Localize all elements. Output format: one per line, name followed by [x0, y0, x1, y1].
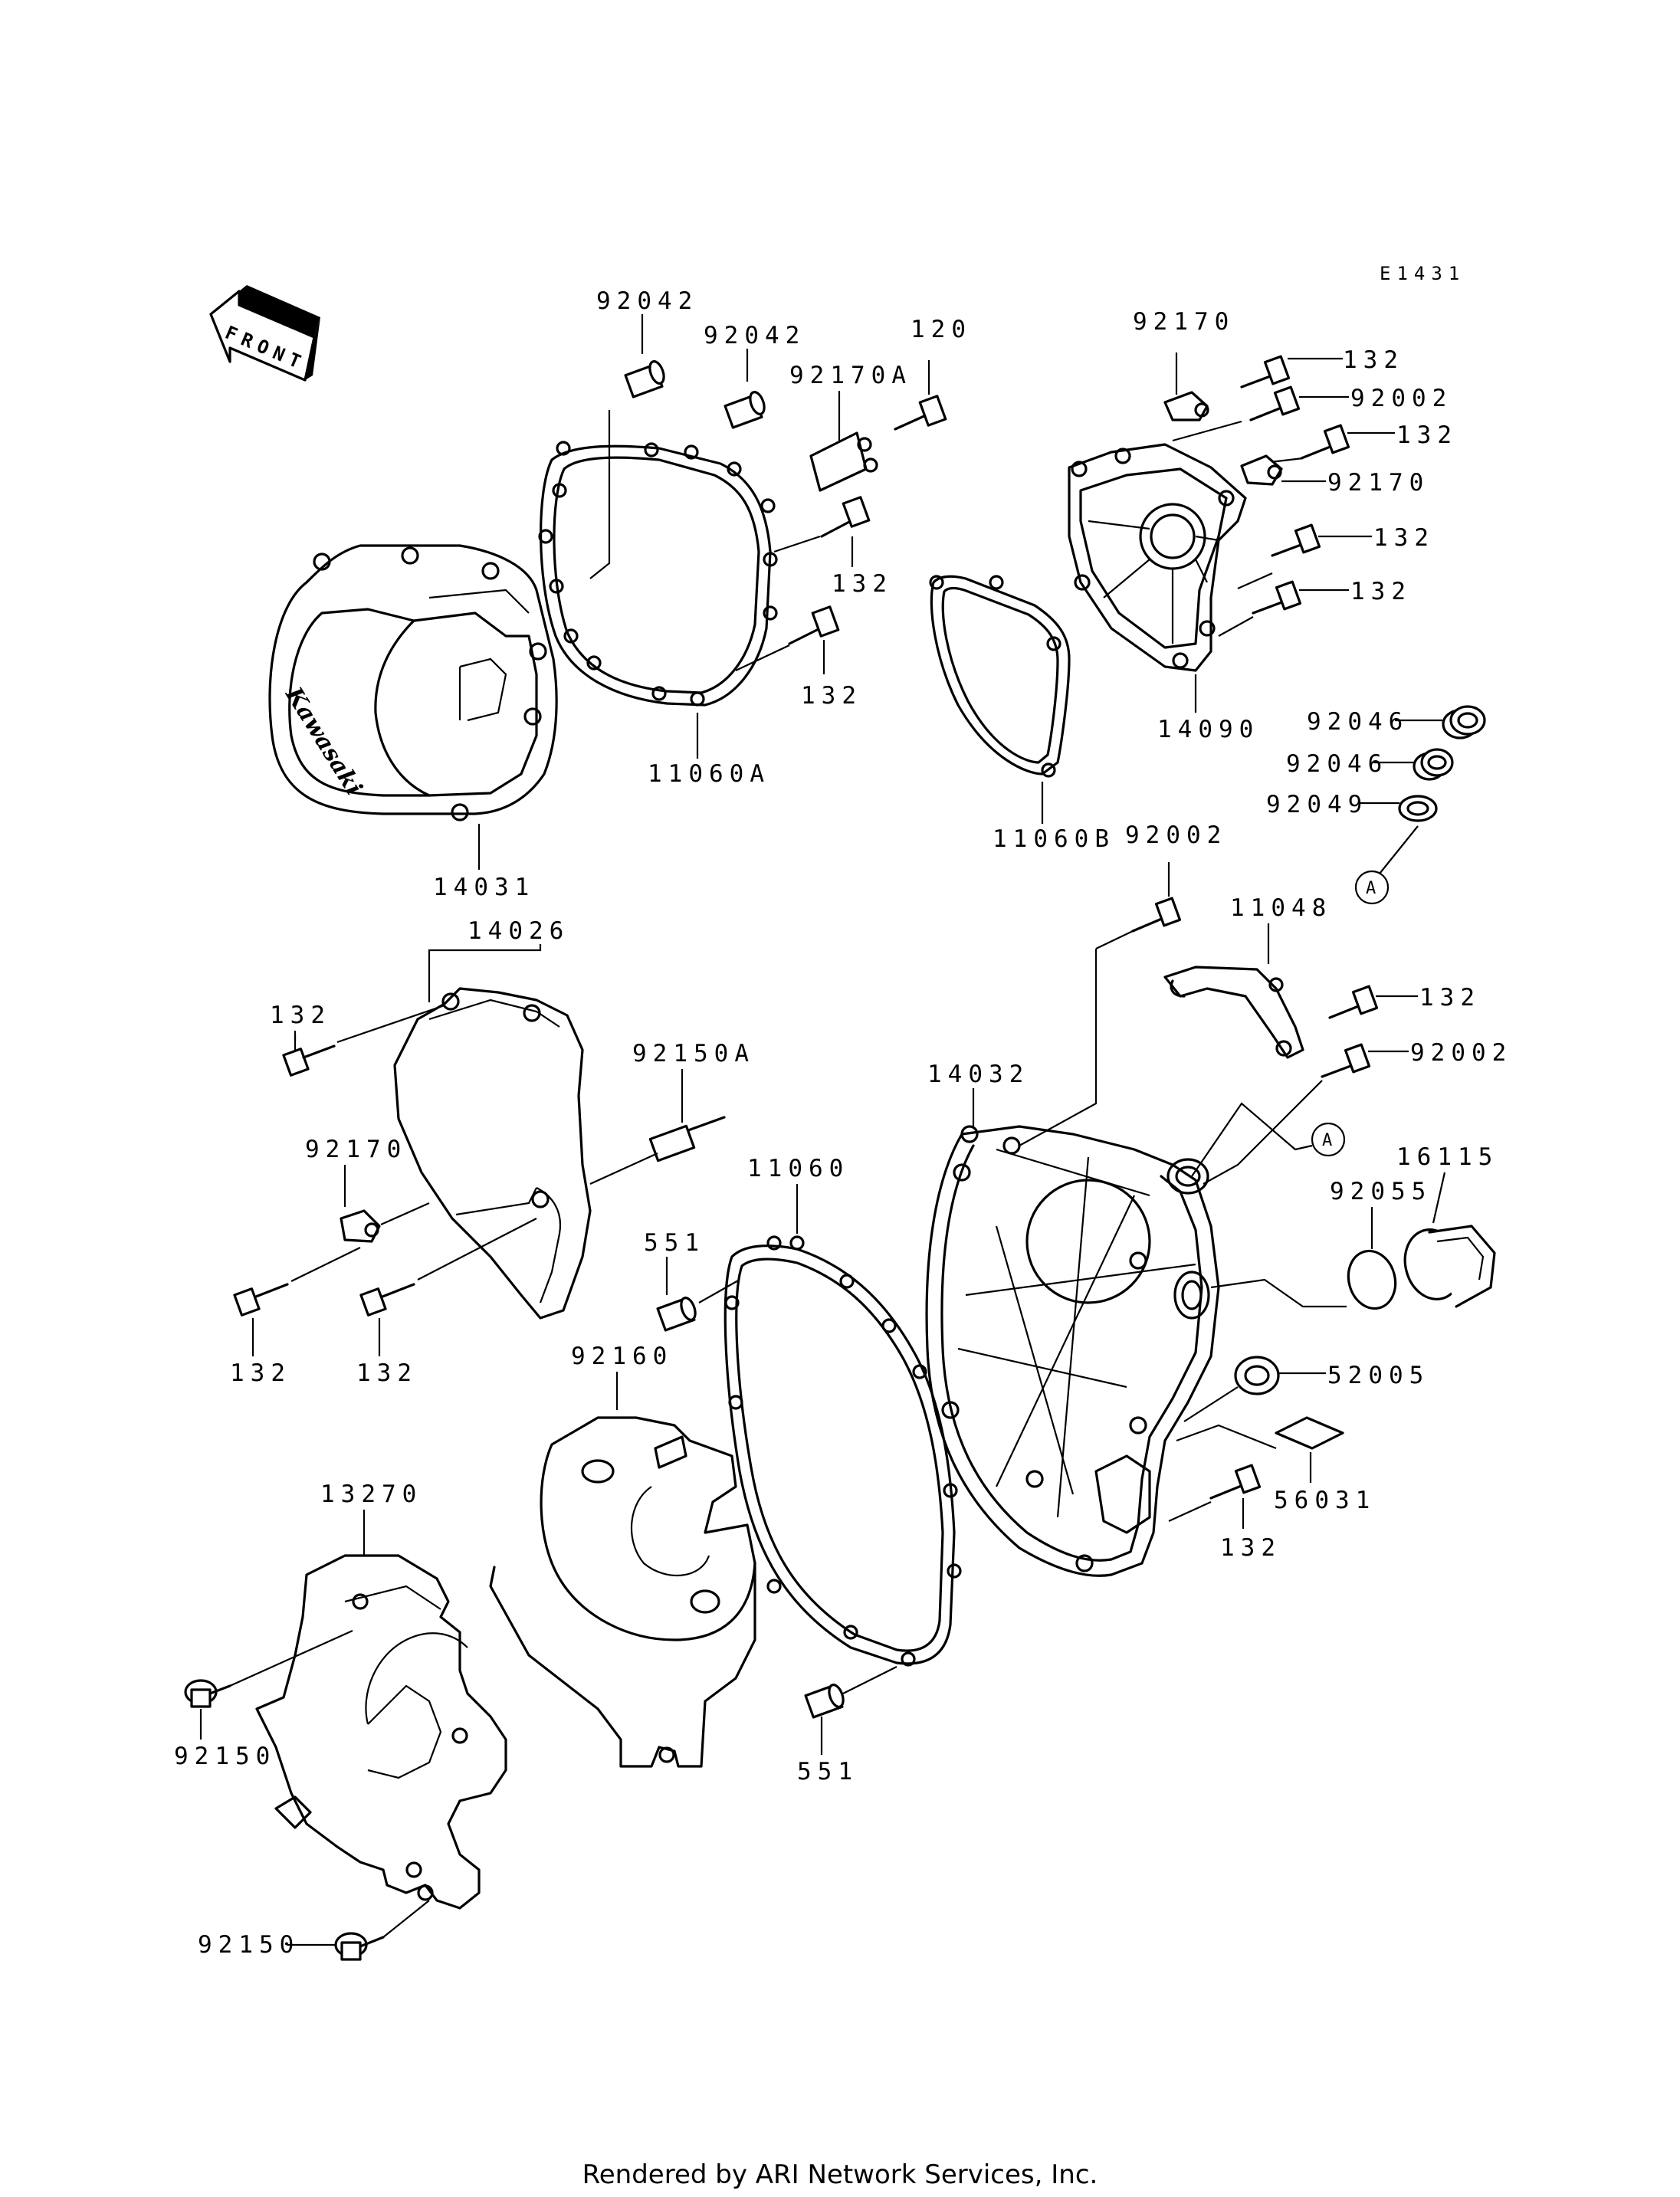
part-11048-bracket: [1163, 966, 1304, 1059]
label-132-left: 132: [270, 1002, 331, 1029]
label-92046-b: 92046: [1286, 750, 1388, 778]
label-92055: 92055: [1330, 1178, 1432, 1205]
label-92160: 92160: [571, 1343, 673, 1370]
label-132-r2: 132: [1396, 421, 1458, 449]
label-92046-a: 92046: [1307, 708, 1409, 736]
part-13270-plate: [255, 1554, 507, 1910]
footer-credit: Rendered by ARI Network Services, Inc.: [582, 2159, 1098, 2190]
label-92042-b: 92042: [704, 322, 806, 349]
label-132-lr: 132: [356, 1359, 418, 1387]
label-132-gasket-top: 132: [832, 570, 893, 598]
part-92055-oring: [1347, 1249, 1397, 1310]
part-92042-dowel-a: [624, 360, 665, 398]
label-92150-b: 92150: [198, 1931, 300, 1959]
part-52005-seal: [1234, 1356, 1280, 1395]
label-14032: 14032: [927, 1061, 1029, 1088]
label-92150A: 92150A: [632, 1040, 755, 1067]
part-92046-bearing-a: [1442, 705, 1486, 739]
label-14026: 14026: [468, 917, 569, 945]
label-92170-left: 92170: [305, 1136, 407, 1163]
part-92160-guard: [489, 1416, 756, 1768]
part-132-bolt-r4: [1252, 580, 1302, 615]
part-14031-cover: Kawasaki: [268, 544, 558, 821]
part-132-bolt-gasket-top: [820, 496, 871, 538]
label-551-bot: 551: [797, 1758, 858, 1785]
part-92046-bearing-b: [1413, 748, 1454, 781]
part-16115-cap: [1403, 1225, 1496, 1308]
label-120: 120: [911, 316, 972, 343]
label-132-r4: 132: [1350, 578, 1412, 605]
label-circle-a2: A: [1322, 1131, 1332, 1150]
label-14031: 14031: [433, 874, 535, 901]
part-14032-cover: [925, 1125, 1220, 1577]
label-92150-a: 92150: [174, 1743, 276, 1770]
part-551-dowel-top: [656, 1297, 697, 1332]
part-11060A-gasket: [538, 441, 778, 707]
part-92049-seal: [1398, 795, 1438, 822]
diagram-code: E1431: [1380, 263, 1465, 284]
part-92170-clamp-r: [1240, 454, 1283, 486]
label-132-r1: 132: [1343, 346, 1404, 374]
part-92002-bolt-mid: [1131, 897, 1182, 933]
part-92150-bolt-a: [184, 1679, 231, 1708]
part-92042-dowel-b: [724, 391, 766, 429]
part-56031-label: [1275, 1416, 1344, 1450]
label-92042-a: 92042: [596, 287, 698, 315]
part-92002-bolt-mid2: [1321, 1043, 1371, 1078]
part-120-bolt: [894, 395, 947, 431]
part-132-bolt-r2: [1300, 424, 1350, 460]
part-551-dowel-bot: [804, 1684, 845, 1719]
label-92170-top: 92170: [1133, 308, 1235, 336]
part-132-bolt-mid: [1328, 985, 1379, 1019]
label-132-lower: 132: [1220, 1534, 1281, 1562]
part-132-bolt-left: [282, 1044, 336, 1077]
label-92170-r: 92170: [1327, 469, 1429, 497]
label-132-gasket-bot: 132: [801, 682, 862, 710]
part-11060B-gasket: [929, 575, 1071, 778]
label-92049: 92049: [1266, 791, 1368, 818]
label-132-mid: 132: [1419, 984, 1481, 1012]
part-92170A-bracket: [809, 431, 878, 492]
part-132-bolt-lr: [359, 1283, 415, 1317]
part-11060-gasket: [724, 1235, 962, 1667]
part-92170-clamp-top: [1163, 391, 1209, 421]
part-132-bolt-lower: [1209, 1464, 1262, 1500]
part-132-bolt-gasket-bot: [788, 605, 840, 645]
part-14026-cover: [393, 987, 592, 1320]
label-11060: 11060: [747, 1155, 849, 1182]
label-92002-mid: 92002: [1125, 821, 1227, 849]
part-92002-bolt-r1: [1249, 385, 1301, 421]
reference-circle-a2: [1311, 1122, 1346, 1157]
label-92170A: 92170A: [789, 362, 912, 389]
part-132-bolt-r1: [1240, 355, 1291, 389]
label-92002-mid2: 92002: [1410, 1039, 1512, 1067]
part-92150-bolt-b: [334, 1932, 385, 1961]
label-14090: 14090: [1157, 716, 1259, 743]
part-92170-clamp-left: [340, 1209, 381, 1243]
label-132-ll: 132: [230, 1359, 291, 1387]
label-92002-r1: 92002: [1350, 385, 1452, 412]
label-13270: 13270: [320, 1481, 422, 1508]
label-551-top: 551: [644, 1229, 705, 1257]
label-56031: 56031: [1274, 1487, 1376, 1514]
label-11060A: 11060A: [648, 760, 770, 788]
part-14090-cover: [1068, 443, 1247, 672]
label-circle-a1: A: [1366, 879, 1376, 898]
part-92150A-stud: [648, 1116, 726, 1162]
label-11060B: 11060B: [993, 825, 1115, 853]
label-52005: 52005: [1327, 1362, 1429, 1389]
label-11048: 11048: [1230, 894, 1332, 922]
part-132-bolt-r3: [1271, 523, 1321, 557]
reference-circle-a1: [1354, 870, 1390, 905]
part-132-bolt-ll: [233, 1283, 289, 1317]
label-16115: 16115: [1396, 1143, 1498, 1171]
label-132-r3: 132: [1373, 524, 1435, 552]
front-arrow-icon: FRONT: [209, 285, 320, 382]
